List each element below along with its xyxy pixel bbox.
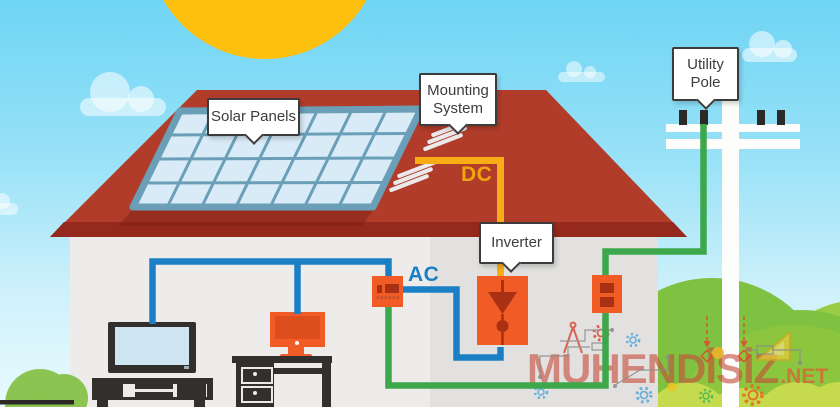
tv-stand-leg [194,400,205,407]
pole-insulator [700,110,708,125]
tv-stand-door [98,384,123,397]
watermark-tld: .NET [780,365,829,388]
drawer-handle [253,372,257,376]
watermark: MUHENDİSİZ.NET [527,345,828,393]
tv-stand-door [177,384,206,397]
dot-icon [667,382,677,392]
pole-crossarm [666,139,800,149]
panel-shadow [118,209,374,226]
tv-led [184,366,189,369]
monitor-stand [288,347,304,354]
callout-solar-panels: Solar Panels [207,98,300,145]
desk-top [232,356,332,363]
cloud [558,61,605,82]
cloud [0,193,18,215]
desk-leg [322,363,331,407]
callout-inverter-text: Inverter [491,234,542,251]
circuit-trace-icon [539,329,801,386]
callout-utility-pole-text: Utility Pole [687,56,724,91]
callout-mounting-system-text: Mounting System [427,81,489,117]
desk-rail [272,368,322,374]
ac-wire [149,258,504,361]
down-arrow-icon [737,316,751,363]
tv-screen [115,327,189,365]
gear-icon [625,332,641,348]
cloud [742,31,797,62]
monitor-screen [275,316,320,339]
down-arrow-icon [700,316,714,363]
gear-icon [698,388,714,404]
tv-stand-leg [97,400,108,407]
desk-drawer [241,386,273,403]
pole-insulator [777,110,785,125]
sun [163,0,367,59]
gear-icon [742,384,764,406]
ac-label: AC [408,263,440,286]
callout-inverter: Inverter [479,222,554,273]
pole-crossarm [666,124,800,132]
tv-stand-shelf [135,384,173,389]
bush-left [0,369,88,407]
ground-line [0,400,74,405]
circuit-node [538,328,802,388]
inverter-unit [477,276,528,345]
drawer-handle [253,391,257,395]
pole-insulator [679,110,687,125]
compass-icon [563,321,583,354]
grid-wire [385,124,707,389]
gear-icon [635,386,653,404]
callout-utility-pole: Utility Pole [672,47,739,110]
breaker-panel [372,276,403,307]
callout-solar-panels-text: Solar Panels [210,108,297,125]
dot-icon [712,347,724,359]
dc-label: DC [461,163,493,186]
house-wall-shaded [430,237,658,407]
tv-stand-shelf [135,392,173,397]
monitor-led [295,341,299,345]
utility-pole-mast [722,88,739,407]
inverter-symbol [488,280,517,345]
desk-drawer [241,367,273,384]
pole-insulator [757,110,765,125]
meter-box [592,275,622,313]
callout-mounting-system: Mounting System [419,73,497,135]
cloud [80,72,166,116]
